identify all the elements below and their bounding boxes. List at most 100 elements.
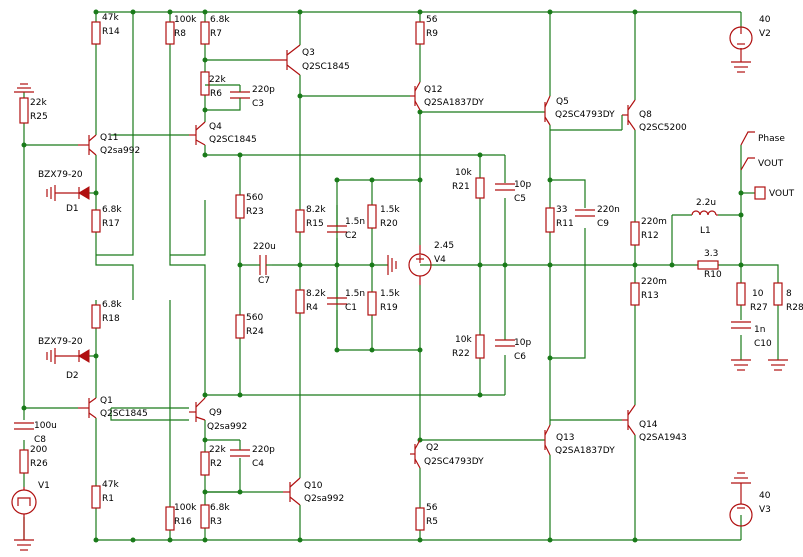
resistor-r7 bbox=[200, 21, 210, 45]
r14-ref: R14 bbox=[102, 27, 120, 37]
net-labels-graphics bbox=[740, 131, 766, 200]
r8-value: 100k bbox=[174, 15, 197, 25]
q13-ref: Q13 bbox=[556, 433, 575, 443]
c2-value: 1.5n bbox=[345, 217, 365, 227]
resistor-r1 bbox=[91, 485, 101, 509]
r27-value: 10 bbox=[752, 289, 764, 299]
r16-ref: R16 bbox=[174, 517, 192, 527]
resistor-r25 bbox=[19, 97, 29, 124]
q3-ref: Q3 bbox=[302, 48, 315, 58]
c8-ref: C8 bbox=[34, 435, 46, 445]
r23-ref: R23 bbox=[246, 207, 264, 217]
resistor-r16 bbox=[165, 506, 175, 531]
c1-ref: C1 bbox=[345, 303, 357, 313]
c6-ref: C6 bbox=[514, 352, 526, 362]
r15-ref: R15 bbox=[306, 219, 324, 229]
resistor-r4 bbox=[295, 289, 305, 314]
q2-model: Q2SC4793DY bbox=[424, 457, 484, 467]
r7-ref: R7 bbox=[210, 29, 222, 39]
r2-ref: R2 bbox=[210, 459, 222, 469]
junction-dots bbox=[21, 9, 744, 543]
d1-ref: D1 bbox=[66, 204, 79, 214]
q1-ref: Q1 bbox=[100, 396, 113, 406]
r4-value: 8.2k bbox=[306, 289, 326, 299]
r21-ref: R21 bbox=[452, 182, 470, 192]
r13-value: 220m bbox=[641, 277, 667, 287]
resistor-r5 bbox=[415, 507, 425, 531]
resistor-r27 bbox=[736, 282, 746, 306]
phase-label: Phase bbox=[758, 134, 785, 144]
r19-value: 1.5k bbox=[380, 289, 400, 299]
c4-value: 220p bbox=[252, 445, 275, 455]
r22-value: 10k bbox=[455, 335, 472, 345]
c5-value: 10p bbox=[514, 180, 531, 190]
q11-model: Q2sa992 bbox=[100, 146, 140, 156]
q8-model: Q2SC5200 bbox=[639, 123, 687, 133]
c8-value: 100u bbox=[34, 421, 57, 431]
r16-value: 100k bbox=[174, 503, 197, 513]
resistor-r21 bbox=[475, 177, 485, 199]
resistor-r18 bbox=[91, 304, 101, 329]
q10-ref: Q10 bbox=[304, 481, 323, 491]
r26-ref: R26 bbox=[30, 459, 48, 469]
q14-ref: Q14 bbox=[639, 420, 658, 430]
v4-value: 2.45 bbox=[434, 241, 454, 251]
q5-ref: Q5 bbox=[556, 97, 569, 107]
resistor-r22 bbox=[475, 334, 485, 359]
c9-value: 220n bbox=[597, 205, 620, 215]
l1-value: 2.2u bbox=[696, 198, 716, 208]
d2-ref: D2 bbox=[66, 371, 79, 381]
resistor-r24 bbox=[235, 314, 245, 339]
capacitors bbox=[14, 85, 751, 457]
c10-value: 1n bbox=[754, 325, 765, 335]
r1-ref: R1 bbox=[102, 494, 114, 504]
resistor-r19 bbox=[367, 291, 377, 316]
r18-ref: R18 bbox=[102, 314, 120, 324]
q12-model: Q2SA1837DY bbox=[424, 98, 484, 108]
q12-ref: Q12 bbox=[424, 85, 443, 95]
r10-value: 3.3 bbox=[704, 249, 718, 259]
q5-model: Q2SC4793DY bbox=[555, 110, 615, 120]
resistor-r13 bbox=[630, 282, 640, 306]
c4-ref: C4 bbox=[252, 459, 264, 469]
resistor-r10 bbox=[697, 260, 719, 270]
r24-value: 560 bbox=[246, 313, 263, 323]
grounds bbox=[14, 61, 788, 551]
c7-ref: C7 bbox=[258, 276, 270, 286]
q14-model: Q2SA1943 bbox=[639, 433, 687, 443]
q13-model: Q2SA1837DY bbox=[555, 446, 615, 456]
resistor-r17 bbox=[91, 209, 101, 233]
r11-ref: R11 bbox=[556, 219, 574, 229]
r3-value: 6.8k bbox=[210, 503, 230, 513]
r20-ref: R20 bbox=[380, 219, 398, 229]
resistor-r6 bbox=[200, 71, 210, 96]
q1-model: Q2SC1845 bbox=[100, 409, 148, 419]
r8-ref: R8 bbox=[174, 29, 186, 39]
q9-ref: Q9 bbox=[209, 408, 222, 418]
q10-model: Q2sa992 bbox=[304, 494, 344, 504]
l1-ref: L1 bbox=[700, 226, 711, 236]
r27-ref: R27 bbox=[750, 303, 768, 313]
r23-value: 560 bbox=[246, 193, 263, 203]
r9-value: 56 bbox=[426, 15, 438, 25]
c5-ref: C5 bbox=[514, 194, 526, 204]
v1-ref: V1 bbox=[38, 481, 50, 491]
q11-ref: Q11 bbox=[100, 133, 119, 143]
resistor-r14 bbox=[91, 21, 101, 45]
q2-ref: Q2 bbox=[426, 443, 439, 453]
r13-ref: R13 bbox=[641, 291, 659, 301]
v3-ref: V3 bbox=[759, 505, 771, 515]
r24-ref: R24 bbox=[246, 327, 264, 337]
transistors bbox=[78, 44, 636, 506]
resistor-r26 bbox=[19, 449, 29, 474]
r12-value: 220m bbox=[641, 217, 667, 227]
r7-value: 6.8k bbox=[210, 15, 230, 25]
r15-value: 8.2k bbox=[306, 205, 326, 215]
c9-ref: C9 bbox=[597, 219, 609, 229]
c2-ref: C2 bbox=[345, 231, 357, 241]
c3-ref: C3 bbox=[252, 99, 264, 109]
r3-ref: R3 bbox=[210, 517, 222, 527]
c7-value: 220u bbox=[253, 242, 276, 252]
wiring bbox=[23, 11, 779, 541]
